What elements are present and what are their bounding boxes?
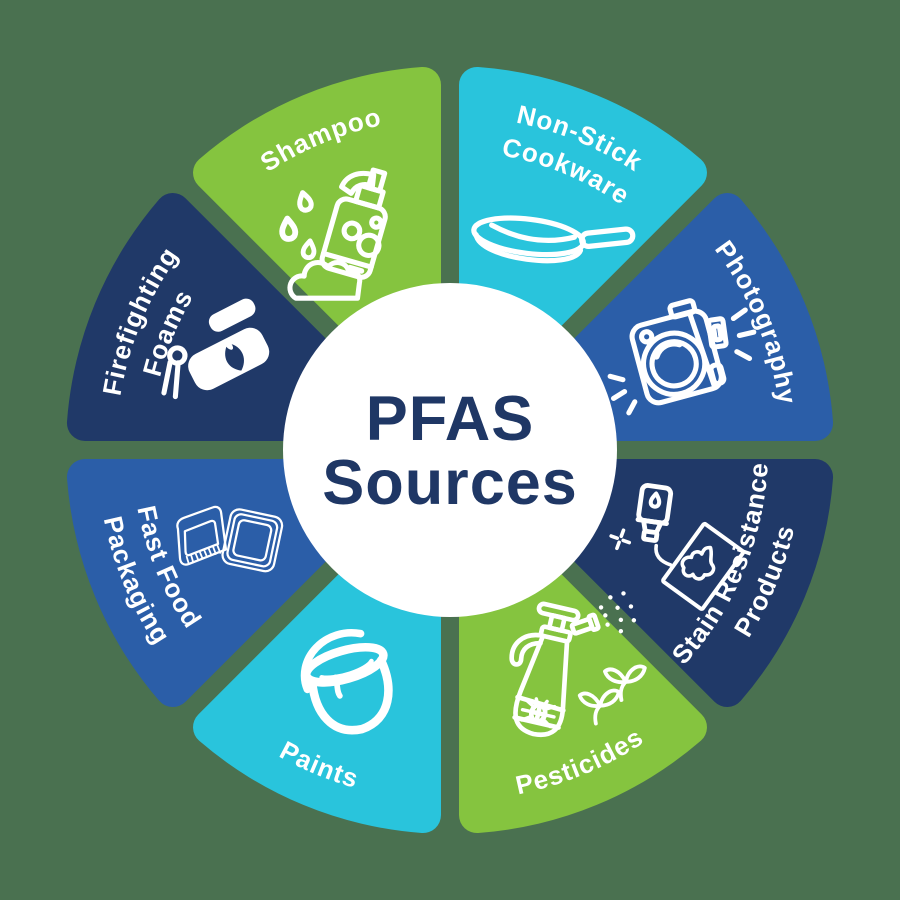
- segment-paints: Paints: [193, 568, 442, 834]
- segment-pesticides: Pesticides: [458, 568, 707, 834]
- center-circle: [283, 283, 617, 617]
- title-line-2: Sources: [322, 448, 578, 518]
- title-line-1: PFAS: [366, 384, 535, 454]
- segment-photography-wedge: [568, 193, 834, 442]
- segment-shampoo-wedge: [193, 66, 442, 332]
- segment-fast-food-packaging-wedge: [66, 458, 332, 707]
- segment-non-stick-cookware-wedge: [458, 66, 707, 332]
- segment-firefighting-foams-wedge: [66, 193, 332, 442]
- segment-stain-resistance-products-wedge: [568, 458, 834, 707]
- segment-shampoo: Shampoo: [193, 66, 442, 332]
